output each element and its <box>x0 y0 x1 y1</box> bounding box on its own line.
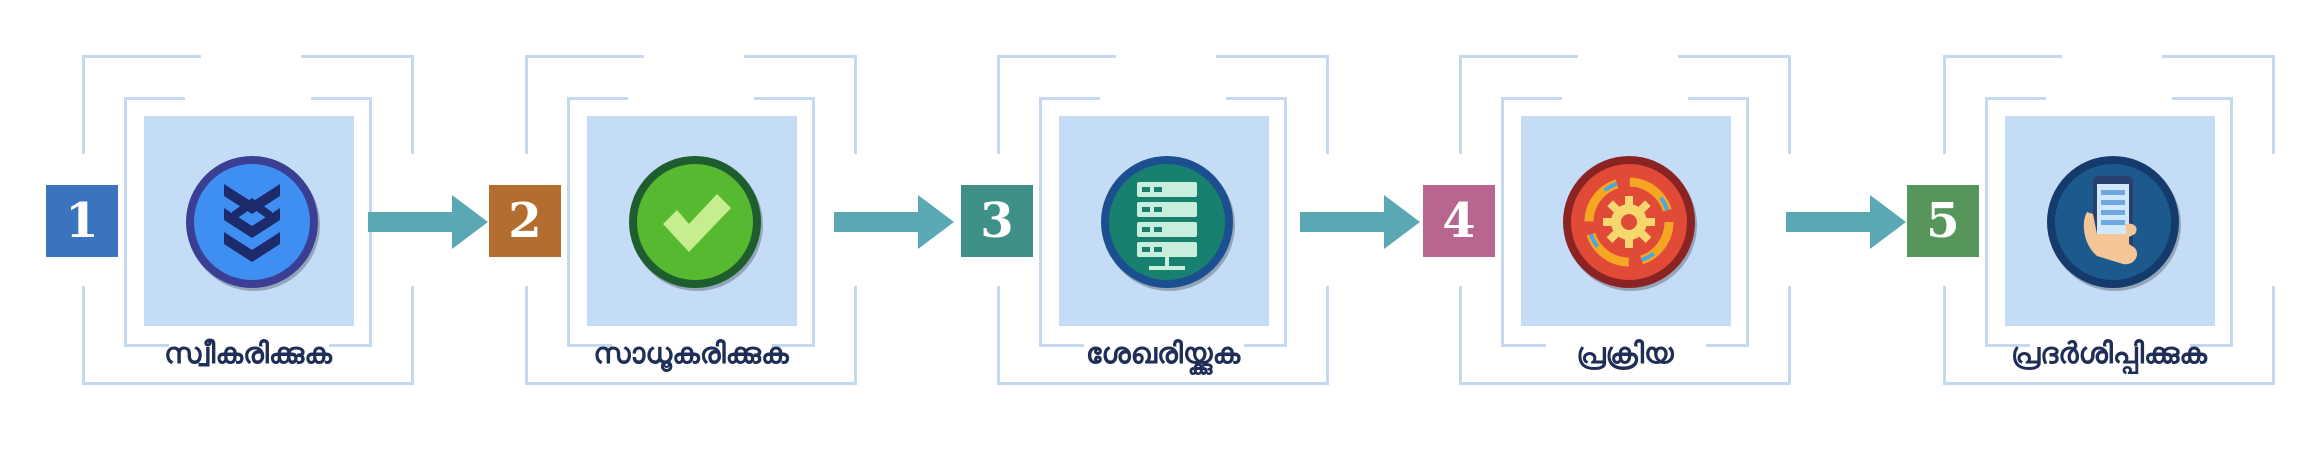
step-number-badge: 5 <box>1907 185 1979 257</box>
check-mark-icon <box>625 152 765 292</box>
step-4: 4 പ്രക്രിയ <box>1423 0 1799 454</box>
server-rack-icon <box>1097 152 1237 292</box>
inner-frame <box>1501 95 1749 349</box>
step-2: 2 സാധൂകരിക്കുക <box>489 0 865 454</box>
flow-arrow-4 <box>1786 195 1906 249</box>
step-label: പ്രദർശിപ്പിക്കുക <box>2011 336 2207 370</box>
step-label: ശേഖരിയ്ക്കുക <box>1085 336 1241 370</box>
step-5: 5 പ്രദർശിപ്പിക്കുക <box>1907 0 2283 454</box>
stack-layers-icon <box>182 152 322 292</box>
step-number-badge: 3 <box>961 185 1033 257</box>
step-label: പ്രക്രിയ <box>1576 336 1674 370</box>
step-number-badge: 2 <box>489 185 561 257</box>
inner-frame <box>567 95 815 349</box>
inner-frame <box>1985 95 2233 349</box>
step-label: സാധൂകരിക്കുക <box>593 336 789 370</box>
inner-frame <box>1039 95 1287 349</box>
flow-arrow-3 <box>1300 195 1420 249</box>
flow-arrow-2 <box>834 195 954 249</box>
gear-cycle-icon <box>1559 152 1699 292</box>
flow-arrow-1 <box>368 195 488 249</box>
phone-in-hand-icon <box>2043 152 2183 292</box>
step-1: 1 സ്വീകരിക്കുക <box>46 0 422 454</box>
step-number-badge: 4 <box>1423 185 1495 257</box>
step-3: 3 ശേഖരിയ്ക്കുക <box>961 0 1337 454</box>
step-label: സ്വീകരിക്കുക <box>164 336 332 370</box>
step-number-badge: 1 <box>46 185 118 257</box>
